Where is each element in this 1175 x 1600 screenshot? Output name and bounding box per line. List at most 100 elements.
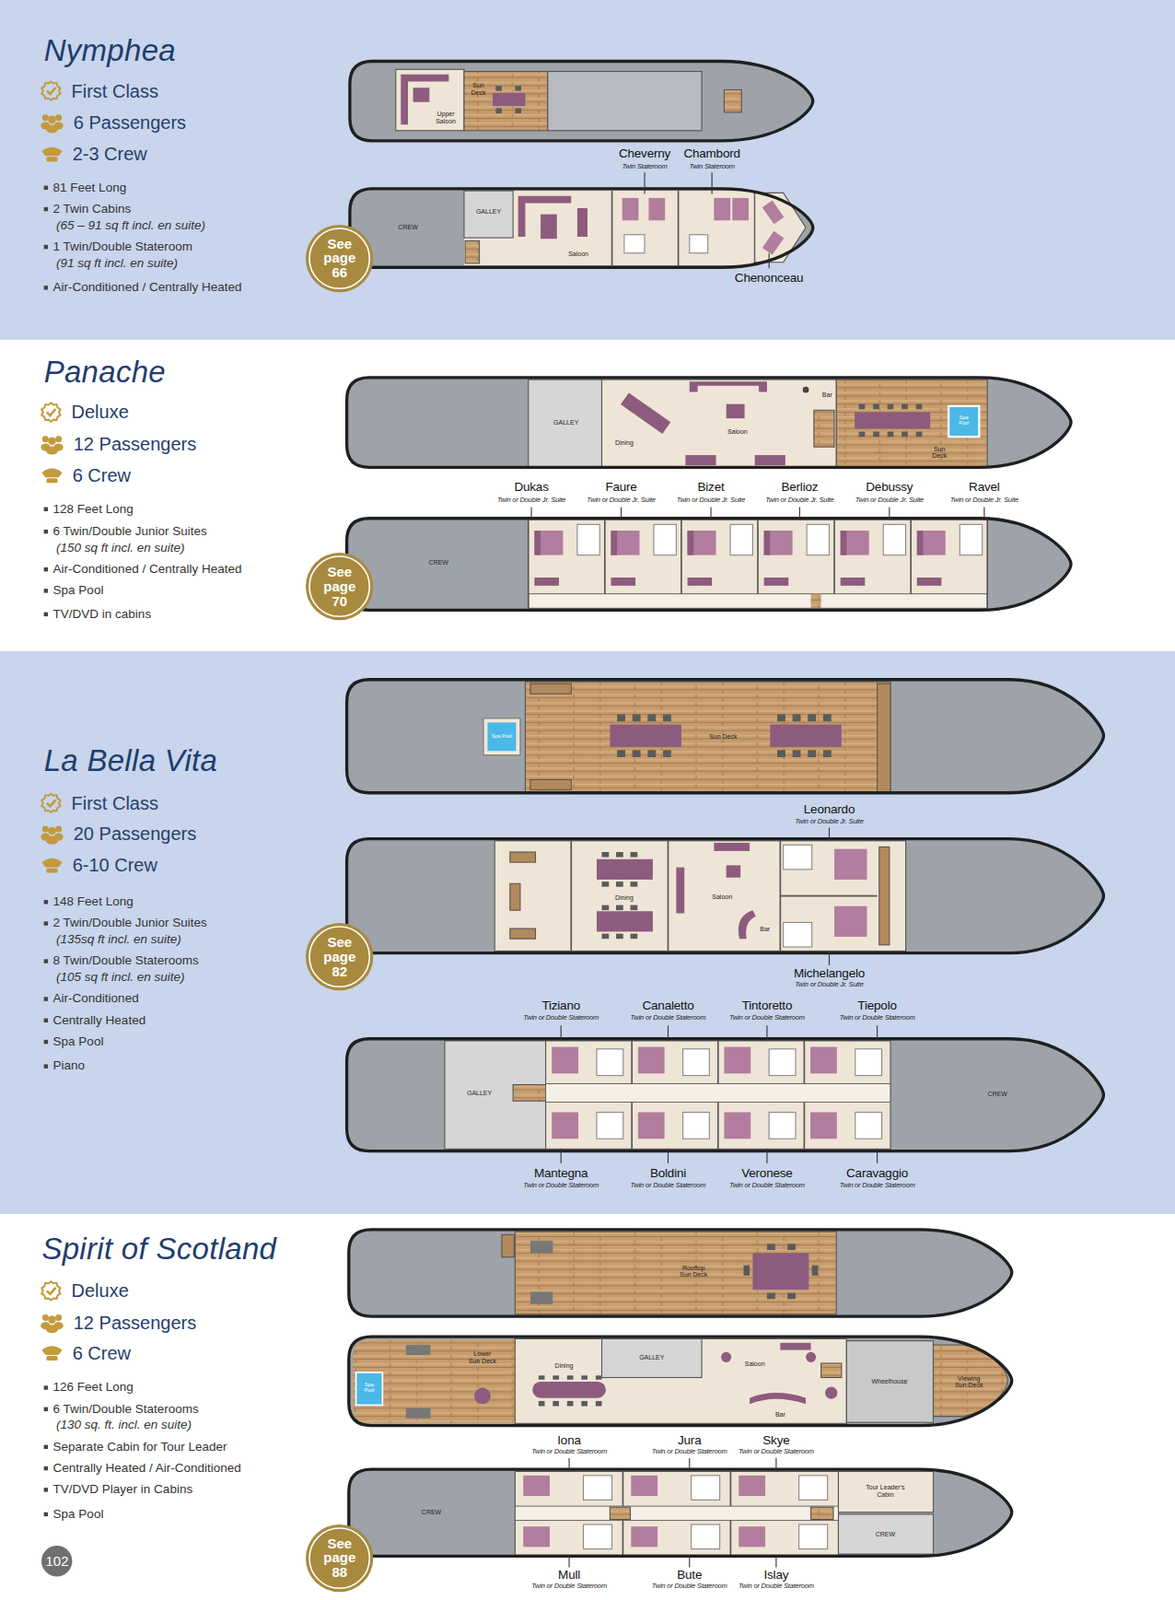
barge-deck [551, 1111, 579, 1139]
barge-deck [717, 1101, 720, 1149]
barge-deck [767, 1243, 776, 1250]
bullet-square [44, 529, 48, 534]
room-label: CREW [988, 1090, 1008, 1098]
barge-deck [767, 1292, 776, 1300]
cabin-name: Iona [557, 1432, 581, 1448]
barge-deck [837, 1470, 933, 1512]
see-page-badge: See page 88 [304, 1523, 374, 1593]
ship-name: Panache [44, 354, 166, 390]
feature-icon [41, 1345, 62, 1361]
barge-deck [530, 1291, 553, 1303]
spec-bullet: 6 Twin/Double Junior Suites [53, 523, 208, 539]
barge-deck [492, 93, 525, 106]
cabin-type: Twin or Double Stateroom [839, 1181, 916, 1190]
room-label: Saloon [568, 250, 589, 258]
cabin-name: Mull [558, 1567, 581, 1583]
cabin-name: Bizet [698, 480, 725, 496]
leader-line [709, 507, 711, 521]
barge-deck [732, 197, 749, 221]
pool-label: Spa Pool [359, 1383, 380, 1395]
barge-deck [495, 85, 522, 114]
room-label: Wheelhouse [871, 1377, 908, 1385]
barge-deck [768, 1111, 796, 1139]
barge-deck [717, 1040, 720, 1084]
barge-deck [663, 749, 672, 757]
cabin-name: Chenonceau [734, 271, 804, 287]
spec-bullet: Air-Conditioned [53, 991, 140, 1007]
barge-deck [567, 1400, 574, 1407]
bullet-square [44, 1465, 48, 1470]
barge-deck [738, 909, 757, 939]
barge-deck [406, 1344, 431, 1355]
barge-deck [547, 71, 702, 131]
barge-deck [769, 724, 842, 747]
barge-deck [356, 1372, 384, 1405]
barge-deck [610, 530, 640, 556]
barge-deck [883, 523, 906, 555]
barge-deck [523, 1525, 550, 1547]
barge-deck [872, 404, 880, 410]
cabin-name: Jura [677, 1432, 701, 1448]
see-page-badge: See page 70 [304, 551, 374, 621]
barge-deck [632, 713, 641, 722]
room-label: CREW [429, 558, 449, 567]
barge-deck [909, 520, 912, 594]
feature-icon [40, 825, 63, 844]
cabin-name: Michelangelo [793, 965, 865, 981]
barge-deck [610, 577, 636, 586]
ship-feature: 6 Passengers [73, 111, 187, 133]
barge-deck [721, 1351, 732, 1362]
barge-deck [524, 681, 891, 792]
barge-deck [840, 577, 866, 586]
barge-deck [514, 1470, 838, 1555]
barge-deck [783, 844, 813, 870]
barge-deck [596, 859, 653, 880]
feature-icon [41, 1280, 60, 1300]
room-label: Saloon [744, 1360, 766, 1368]
barge-deck [859, 404, 866, 410]
room-label: Bar [759, 925, 770, 933]
barge-deck [777, 713, 786, 722]
barge-deck [779, 840, 877, 952]
ship-feature: Deluxe [71, 1279, 129, 1302]
barge-deck [583, 1524, 613, 1549]
barge-deck [806, 523, 829, 555]
barge-deck [602, 851, 610, 858]
barge-deck [514, 107, 522, 114]
leader-line [766, 1024, 768, 1041]
spec-bullet: 128 Feet Long [53, 501, 134, 517]
barge-deck [630, 1101, 633, 1149]
barge-deck [349, 1229, 1013, 1316]
barge-deck [805, 1351, 816, 1362]
cabin-type: Twin or Double Stateroom [531, 1582, 607, 1591]
room-label: Sun Deck [709, 732, 737, 741]
barge-deck [807, 713, 816, 722]
cabin-name: Boldini [650, 1165, 687, 1181]
leader-line [560, 826, 877, 1163]
cabin-type: Twin or Double Jr. Suite [855, 495, 924, 504]
barge-deck [855, 1111, 883, 1139]
barge-deck [812, 1265, 819, 1276]
badge-circle [305, 922, 373, 990]
ship-name: La Bella Vita [44, 743, 219, 779]
barge-deck [349, 60, 814, 140]
barge-deck [779, 1342, 811, 1350]
barge-deck [494, 840, 906, 952]
spec-bullet: Air-Conditioned / Centrally Heated [53, 561, 243, 577]
leader-line [560, 1148, 562, 1164]
barge-deck [685, 454, 716, 466]
bullet-square [44, 244, 48, 249]
barge-deck [834, 849, 867, 880]
barge-deck [622, 1520, 625, 1556]
barge-deck [602, 379, 838, 467]
cabin-type: Twin or Double Stateroom [523, 1013, 599, 1023]
barge-deck [622, 197, 640, 221]
leader-line [569, 1554, 571, 1567]
barge-deck [512, 1084, 546, 1102]
bullet-square [44, 958, 48, 963]
barge-deck [948, 406, 979, 437]
cabin-type: Twin Stateroom [621, 162, 667, 171]
barge-deck [723, 89, 742, 112]
leader-line [569, 1457, 571, 1471]
